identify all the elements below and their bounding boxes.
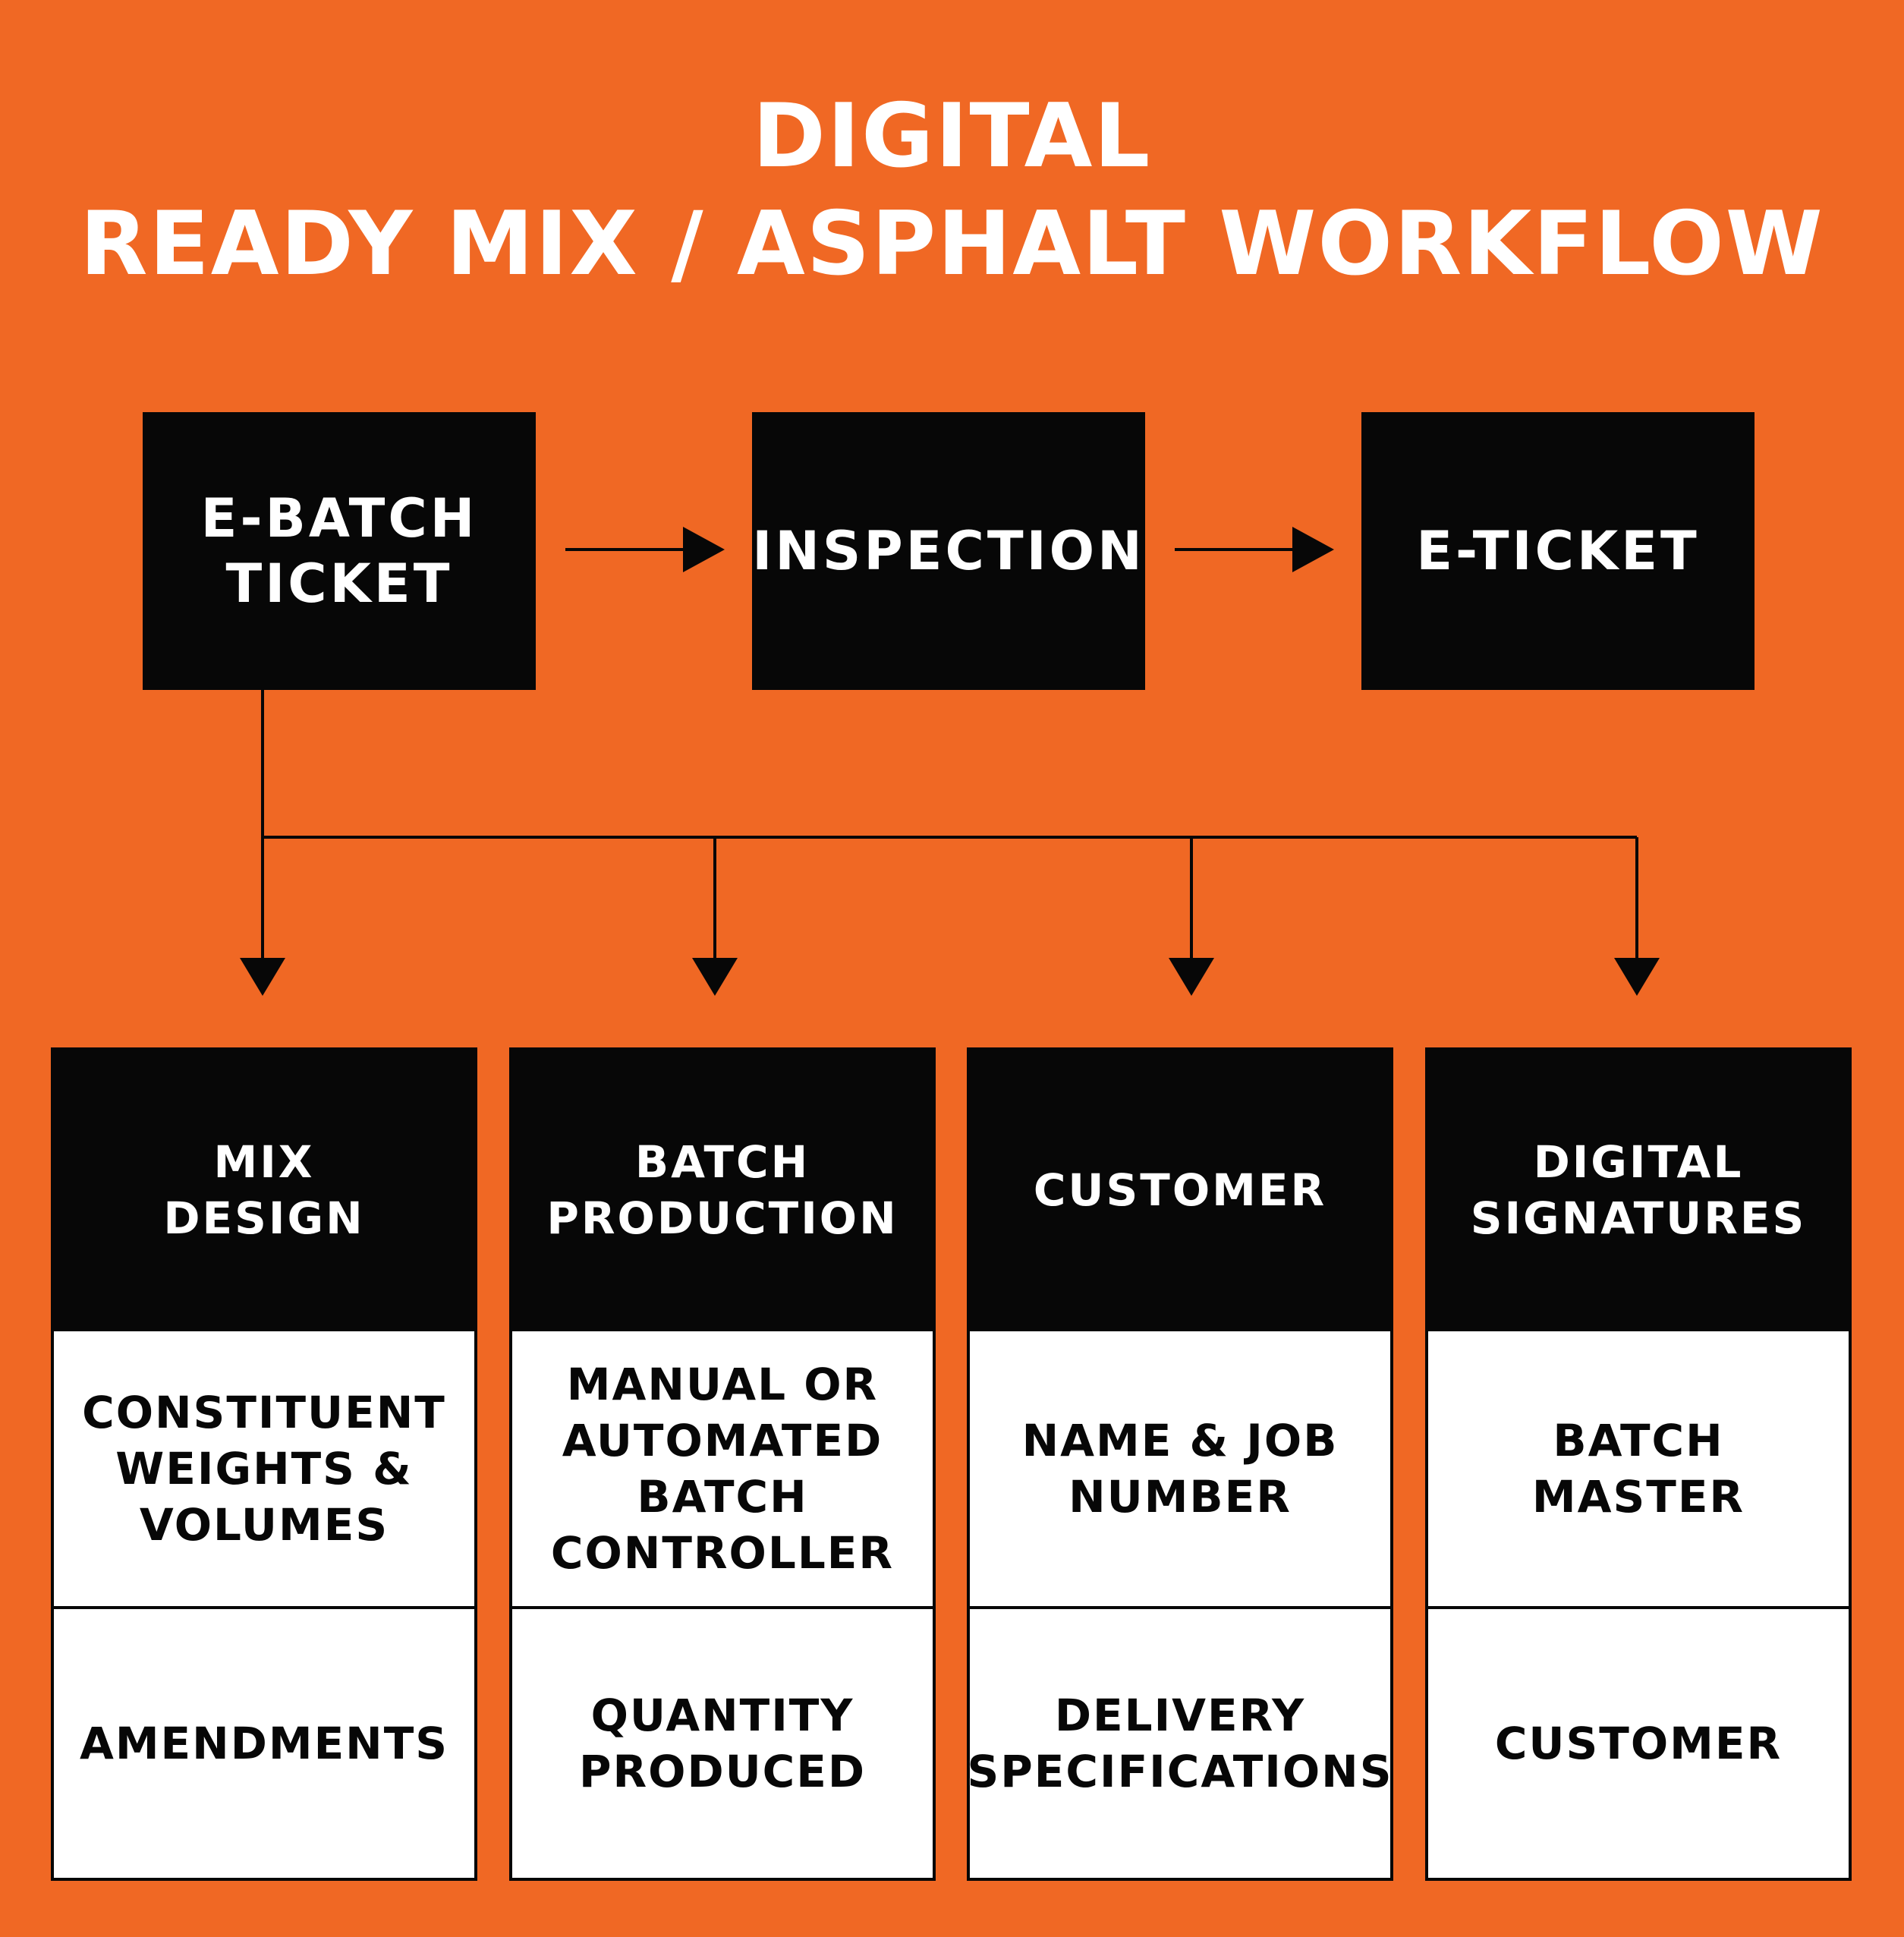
flow-step-e-batch-ticket-label: E-BATCH TICKET	[200, 487, 478, 615]
column-batch-production: BATCH PRODUCTION MANUAL OR AUTOMATED BAT…	[509, 1047, 936, 1881]
arrowhead-batch-production	[692, 958, 738, 996]
arrowhead-mix-design	[240, 958, 285, 996]
arrowhead-eticket	[1292, 527, 1334, 572]
column-header-label: BATCH PRODUCTION	[546, 1136, 898, 1244]
column-header-label: CUSTOMER	[1033, 1164, 1327, 1216]
arrowhead-inspection	[683, 527, 725, 572]
flow-step-e-batch-ticket: E-BATCH TICKET	[143, 412, 536, 690]
column-cell: AMENDMENTS	[54, 1609, 474, 1878]
column-header-label: MIX DESIGN	[163, 1136, 365, 1244]
column-cell: CONSTITUENT WEIGHTS & VOLUMES	[54, 1331, 474, 1606]
column-cell-label: AMENDMENTS	[79, 1718, 449, 1769]
column-cell-label: NAME & JOB NUMBER	[1021, 1415, 1339, 1523]
column-header-label: DIGITAL SIGNATURES	[1470, 1136, 1807, 1244]
column-cell-label: CUSTOMER	[1494, 1718, 1783, 1769]
column-header: MIX DESIGN	[54, 1050, 474, 1330]
column-cell-label: MANUAL OR AUTOMATED BATCH CONTROLLER	[550, 1359, 895, 1579]
arrowhead-customer	[1169, 958, 1214, 996]
flow-step-e-ticket: E-TICKET	[1361, 412, 1755, 690]
column-header: BATCH PRODUCTION	[512, 1050, 933, 1330]
column-cell-label: CONSTITUENT WEIGHTS & VOLUMES	[82, 1387, 446, 1551]
column-cell: NAME & JOB NUMBER	[970, 1331, 1390, 1606]
column-cell-label: QUANTITY PRODUCED	[578, 1690, 867, 1797]
column-digital-signatures: DIGITAL SIGNATURES BATCH MASTER CUSTOMER	[1425, 1047, 1852, 1881]
flow-step-e-ticket-label: E-TICKET	[1416, 520, 1700, 582]
column-cell: QUANTITY PRODUCED	[512, 1609, 933, 1878]
column-cell: DELIVERY SPECIFICATIONS	[967, 1609, 1393, 1878]
diagram-title-line2: READY MIX / ASPHALT WORKFLOW	[80, 193, 1824, 295]
column-header: CUSTOMER	[970, 1050, 1390, 1330]
column-header: DIGITAL SIGNATURES	[1428, 1050, 1849, 1330]
column-cell: CUSTOMER	[1428, 1609, 1849, 1878]
diagram-title-line1: DIGITAL	[752, 85, 1152, 187]
column-cell: MANUAL OR AUTOMATED BATCH CONTROLLER	[512, 1331, 933, 1606]
column-customer: CUSTOMER NAME & JOB NUMBER DELIVERY SPEC…	[967, 1047, 1393, 1881]
arrowhead-digital-signatures	[1614, 958, 1660, 996]
column-cell: BATCH MASTER	[1428, 1331, 1849, 1606]
flow-step-inspection: INSPECTION	[752, 412, 1145, 690]
column-cell-label: BATCH MASTER	[1531, 1415, 1745, 1523]
column-cell-label: DELIVERY SPECIFICATIONS	[967, 1690, 1393, 1797]
flow-step-inspection-label: INSPECTION	[752, 520, 1145, 582]
column-mix-design: MIX DESIGN CONSTITUENT WEIGHTS & VOLUMES…	[51, 1047, 477, 1881]
